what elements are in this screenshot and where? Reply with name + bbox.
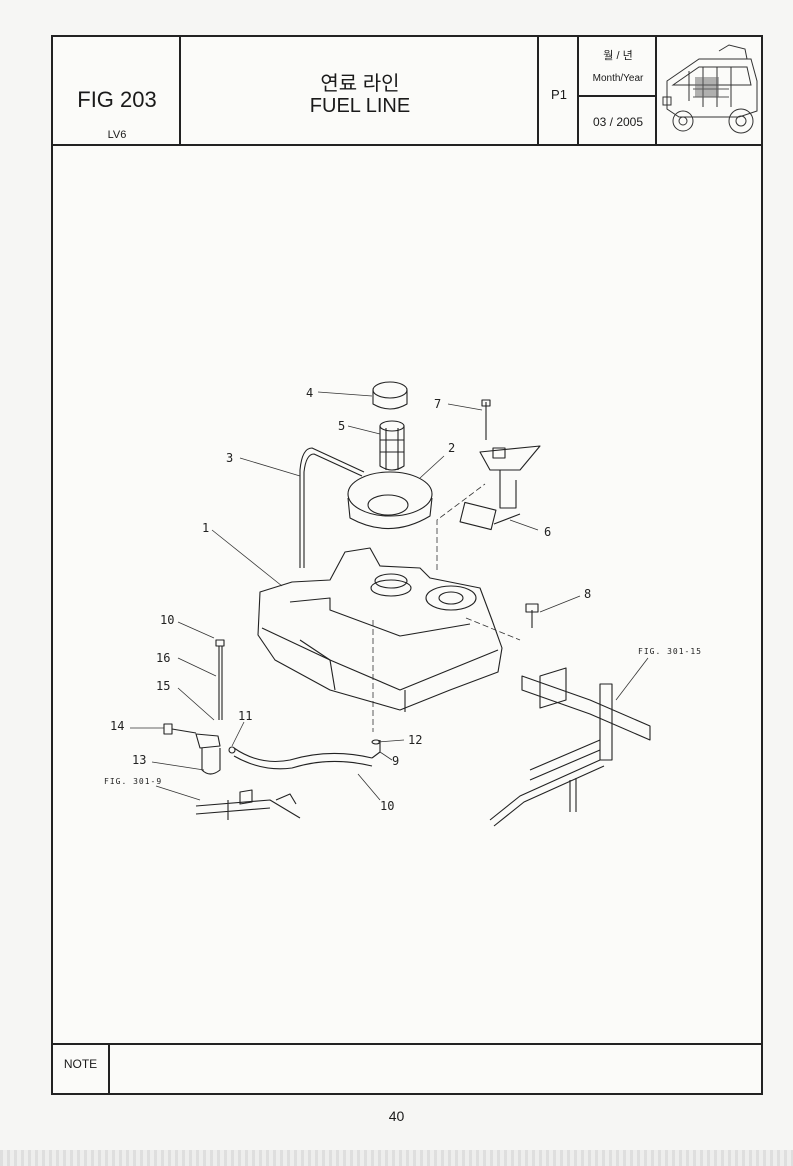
title-korean: 연료 라인 [320,73,400,95]
callout-label: 12 [408,733,422,747]
date-value: 03 / 2005 [592,115,644,129]
note-top-rule [53,1043,761,1045]
date-label-korean: 월 / 년 [603,50,633,62]
callout-label: 4 [306,386,313,400]
callout-label: 2 [448,441,455,455]
callout-label: 7 [434,397,441,411]
date-divider [577,95,655,97]
callout-label: 5 [338,419,345,433]
callout-label: 13 [132,753,146,767]
scan-artifact [0,1150,793,1166]
date-label-english: Month/Year [592,73,644,84]
callout-label: 10 [160,613,174,627]
figure-reference: FIG. 301-15 [638,647,702,656]
header-divider [537,37,539,144]
page-number: 40 [388,1108,405,1124]
fuel-tank-outline [257,547,503,711]
callout-label: 11 [238,709,252,723]
header-divider [577,37,579,144]
callout-label: 16 [156,651,170,665]
page-code: P1 [551,87,567,102]
callout-label: 3 [226,451,233,465]
note-label: NOTE [63,1057,98,1071]
callout-label: 15 [156,679,170,693]
page-frame: FIG 203 LV6 연료 라인 FUEL LINE P1 월 / 년 Mon… [51,35,763,1095]
figure-reference: FIG. 301-9 [104,777,162,786]
callout-label: 1 [202,521,209,535]
callout-label-10: 10 [380,799,394,813]
callout-label: 14 [110,719,124,733]
title-english: FUEL LINE [309,95,411,117]
header-bottom-rule [53,144,761,146]
figure-number: FIG 203 [77,87,157,112]
header-divider [179,37,181,144]
callout-label: 6 [544,525,551,539]
vehicle-thumbnail-image [662,44,758,134]
callout-label: 9 [392,754,399,768]
header-divider [655,37,657,144]
note-divider [108,1043,110,1093]
callout-label: 8 [584,587,591,601]
model-code: LV6 [107,129,127,141]
